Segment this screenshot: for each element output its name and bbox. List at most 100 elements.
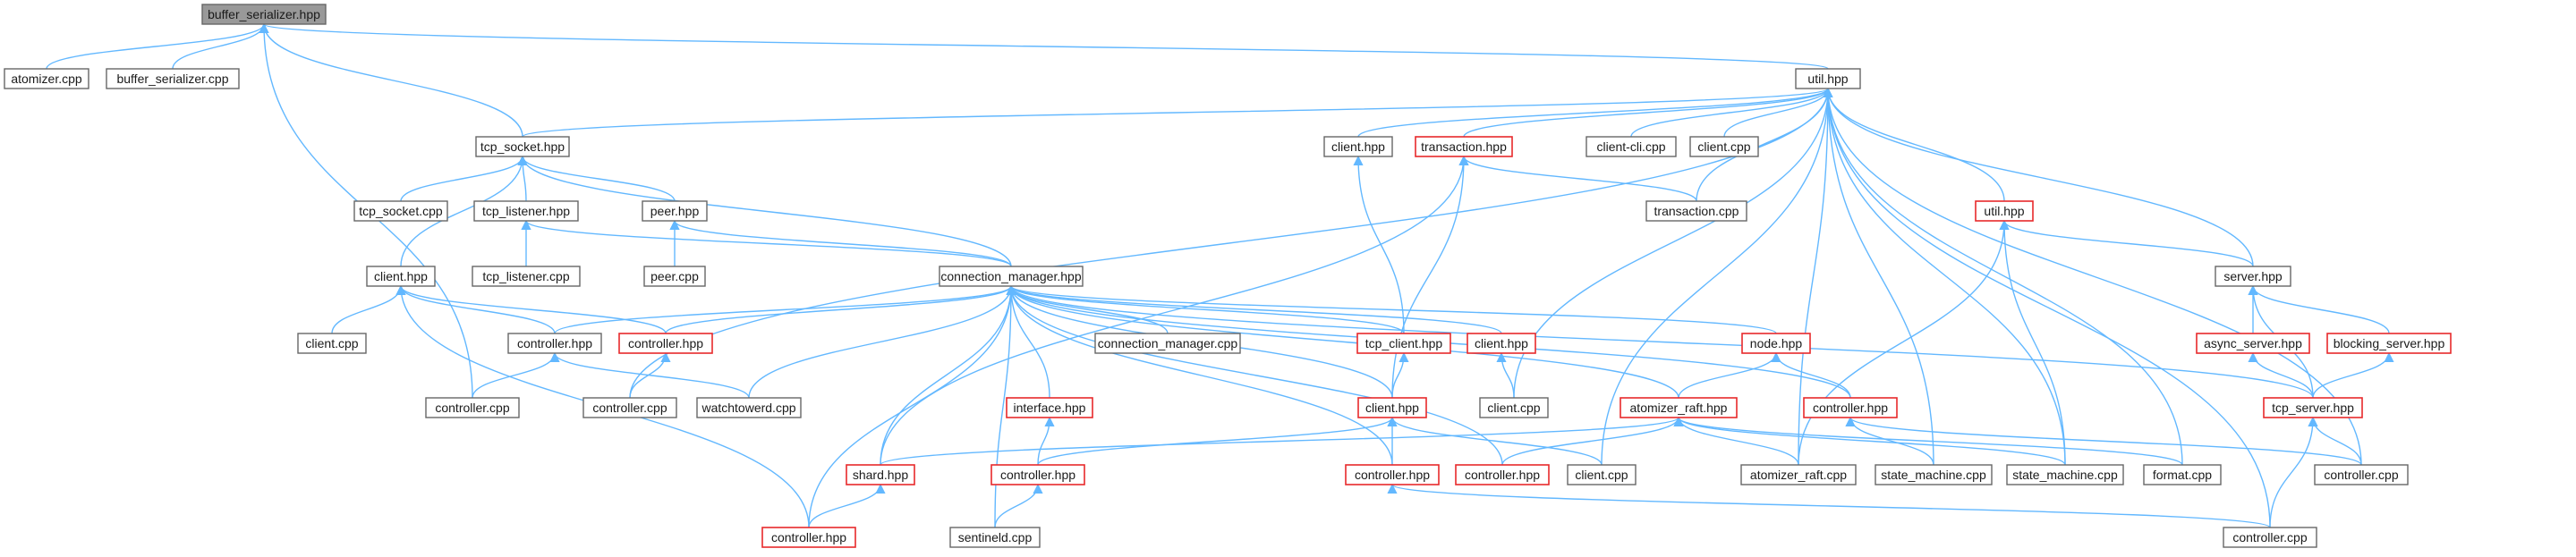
node-sentineld-cpp[interactable]: sentineld.cpp [949,527,1041,548]
node-interface-hpp[interactable]: interface.hpp [1006,397,1093,418]
node-client-hpp-left[interactable]: client.hpp [366,266,436,287]
node-label: connection_manager.cpp [1098,336,1238,350]
node-controller-hpp-red-a[interactable]: controller.hpp [618,333,713,354]
node-controller-cpp-b[interactable]: controller.cpp [582,397,677,418]
node-peer-cpp[interactable]: peer.cpp [643,266,706,287]
node-client-hpp-red[interactable]: client.hpp [1467,333,1536,354]
node-label: peer.cpp [650,269,699,283]
node-tcp-socket-cpp[interactable]: tcp_socket.cpp [353,200,448,222]
node-controller-hpp-red-f[interactable]: controller.hpp [990,464,1085,485]
node-box [297,333,367,354]
node-watchtowerd-cpp[interactable]: watchtowerd.cpp [696,397,802,418]
node-util-hpp-red[interactable]: util.hpp [1975,200,2034,222]
node-box [939,266,1084,287]
node-client-cpp-mid[interactable]: client.cpp [1479,397,1549,418]
node-transaction-cpp[interactable]: transaction.cpp [1645,200,1747,222]
node-controller-cpp-d[interactable]: controller.cpp [2223,527,2317,548]
edge-state_machine_cpp_a-to-util_hpp [1823,87,1934,466]
node-controller-hpp-red-d[interactable]: controller.hpp [761,527,856,548]
node-label: atomizer_raft.cpp [1750,468,1847,482]
node-shard-hpp[interactable]: shard.hpp [846,464,915,485]
node-client-cli-cpp[interactable]: client-cli.cpp [1586,136,1677,157]
node-controller-cpp-a[interactable]: controller.cpp [425,397,520,418]
node-controller-hpp-a[interactable]: controller.hpp [507,333,602,354]
node-box [643,266,706,287]
edge-controller_hpp_red_d-to-shard_hpp [808,483,886,528]
edge-tcp_socket_cpp-to-tcp_socket_hpp [400,155,528,202]
edge-watchtowerd_cpp-to-connection_manager_hpp [748,284,1016,399]
node-box [4,68,89,89]
node-controller-hpp-red-e[interactable]: controller.hpp [1455,464,1550,485]
node-label: blocking_server.hpp [2334,336,2445,350]
node-label: controller.hpp [1813,401,1888,415]
node-connection-manager-cpp[interactable]: connection_manager.cpp [1094,333,1241,354]
node-tcp-listener-cpp[interactable]: tcp_listener.cpp [472,266,581,287]
edge-server_hpp-to-util_hpp_red [1999,219,2254,267]
edge-server_hpp-to-util_hpp [1823,87,2254,267]
node-node-hpp[interactable]: node.hpp [1741,333,1811,354]
node-tcp-socket-hpp[interactable]: tcp_socket.hpp [475,136,570,157]
node-box [2263,397,2363,418]
node-async-server-hpp[interactable]: async_server.hpp [2196,333,2310,354]
node-tcp-server-hpp[interactable]: tcp_server.hpp [2263,397,2363,418]
node-box [1586,136,1677,157]
node-util-hpp[interactable]: util.hpp [1795,68,1861,89]
edge-watchtowerd_cpp-to-controller_hpp_a [549,351,750,399]
node-atomizer-raft-cpp[interactable]: atomizer_raft.cpp [1740,464,1857,485]
edge-transaction_hpp-to-util_hpp [1463,87,1833,138]
node-box [1689,136,1759,157]
node-label: controller.hpp [628,336,703,350]
node-box [949,527,1041,548]
node-client-cpp-left[interactable]: client.cpp [297,333,367,354]
node-atomizer-raft-hpp[interactable]: atomizer_raft.hpp [1620,397,1738,418]
node-server-hpp[interactable]: server.hpp [2215,266,2291,287]
node-label: format.cpp [2153,468,2212,482]
node-box [1345,464,1440,485]
edge-state_machine_cpp_b-to-util_hpp_red [1999,219,2066,466]
node-box [472,266,581,287]
node-box [642,200,708,222]
node-box [1415,136,1513,157]
node-state-machine-cpp-a[interactable]: state_machine.cpp [1875,464,1993,485]
node-label: state_machine.cpp [1881,468,1986,482]
node-state-machine-cpp-b[interactable]: state_machine.cpp [2006,464,2124,485]
node-label: sentineld.cpp [958,530,1033,544]
node-peer-hpp[interactable]: peer.hpp [642,200,708,222]
node-tcp-client-hpp[interactable]: tcp_client.hpp [1356,333,1451,354]
node-client-cpp-low[interactable]: client.cpp [1567,464,1637,485]
edge-controller_cpp_b-to-controller_hpp_red_a [629,351,671,399]
node-box [2143,464,2222,485]
node-format-cpp[interactable]: format.cpp [2143,464,2222,485]
node-controller-cpp-c[interactable]: controller.cpp [2314,464,2409,485]
edge-tcp_socket_hpp-to-root [259,22,523,138]
node-connection-manager-hpp[interactable]: connection_manager.hpp [939,266,1084,287]
node-controller-hpp-red-c[interactable]: controller.hpp [1345,464,1440,485]
edge-format_cpp-to-util_hpp [1823,87,2183,466]
node-client-hpp-a[interactable]: client.hpp [1323,136,1393,157]
node-blocking-server-hpp[interactable]: blocking_server.hpp [2326,333,2452,354]
node-buffer-serializer-cpp[interactable]: buffer_serializer.cpp [106,68,240,89]
edge-interface_hpp-to-connection_manager_hpp [1006,284,1050,399]
node-atomizer-cpp[interactable]: atomizer.cpp [4,68,89,89]
node-box [1323,136,1393,157]
node-label: client.hpp [1365,401,1419,415]
node-label: buffer_serializer.cpp [116,72,228,86]
edge-connection_manager_hpp-to-peer_hpp [669,219,1012,267]
node-label: controller.hpp [517,336,592,350]
node-label: atomizer_raft.hpp [1630,401,1728,415]
edge-controller_hpp_red_e-to-atomizer_raft_hpp [1501,416,1684,466]
edge-sentineld_cpp-to-controller_hpp_red_f [994,483,1043,528]
node-label: shard.hpp [853,468,908,482]
node-controller-hpp-red-b[interactable]: controller.hpp [1803,397,1898,418]
node-client-cpp-top[interactable]: client.cpp [1689,136,1759,157]
edge-client_hpp_a-to-util_hpp [1357,87,1833,138]
edge-controller_cpp_c-to-tcp_server_hpp [2308,416,2362,466]
node-box [2223,527,2317,548]
edge-controller_cpp_c-to-util_hpp [1823,87,2362,466]
node-tcp-listener-hpp[interactable]: tcp_listener.hpp [473,200,579,222]
node-label: interface.hpp [1014,401,1086,415]
node-transaction-hpp[interactable]: transaction.hpp [1415,136,1513,157]
node-root[interactable]: buffer_serializer.hpp [201,4,327,25]
node-client-hpp-red2[interactable]: client.hpp [1357,397,1427,418]
edge-client_cli_cpp-to-util_hpp [1630,87,1833,138]
